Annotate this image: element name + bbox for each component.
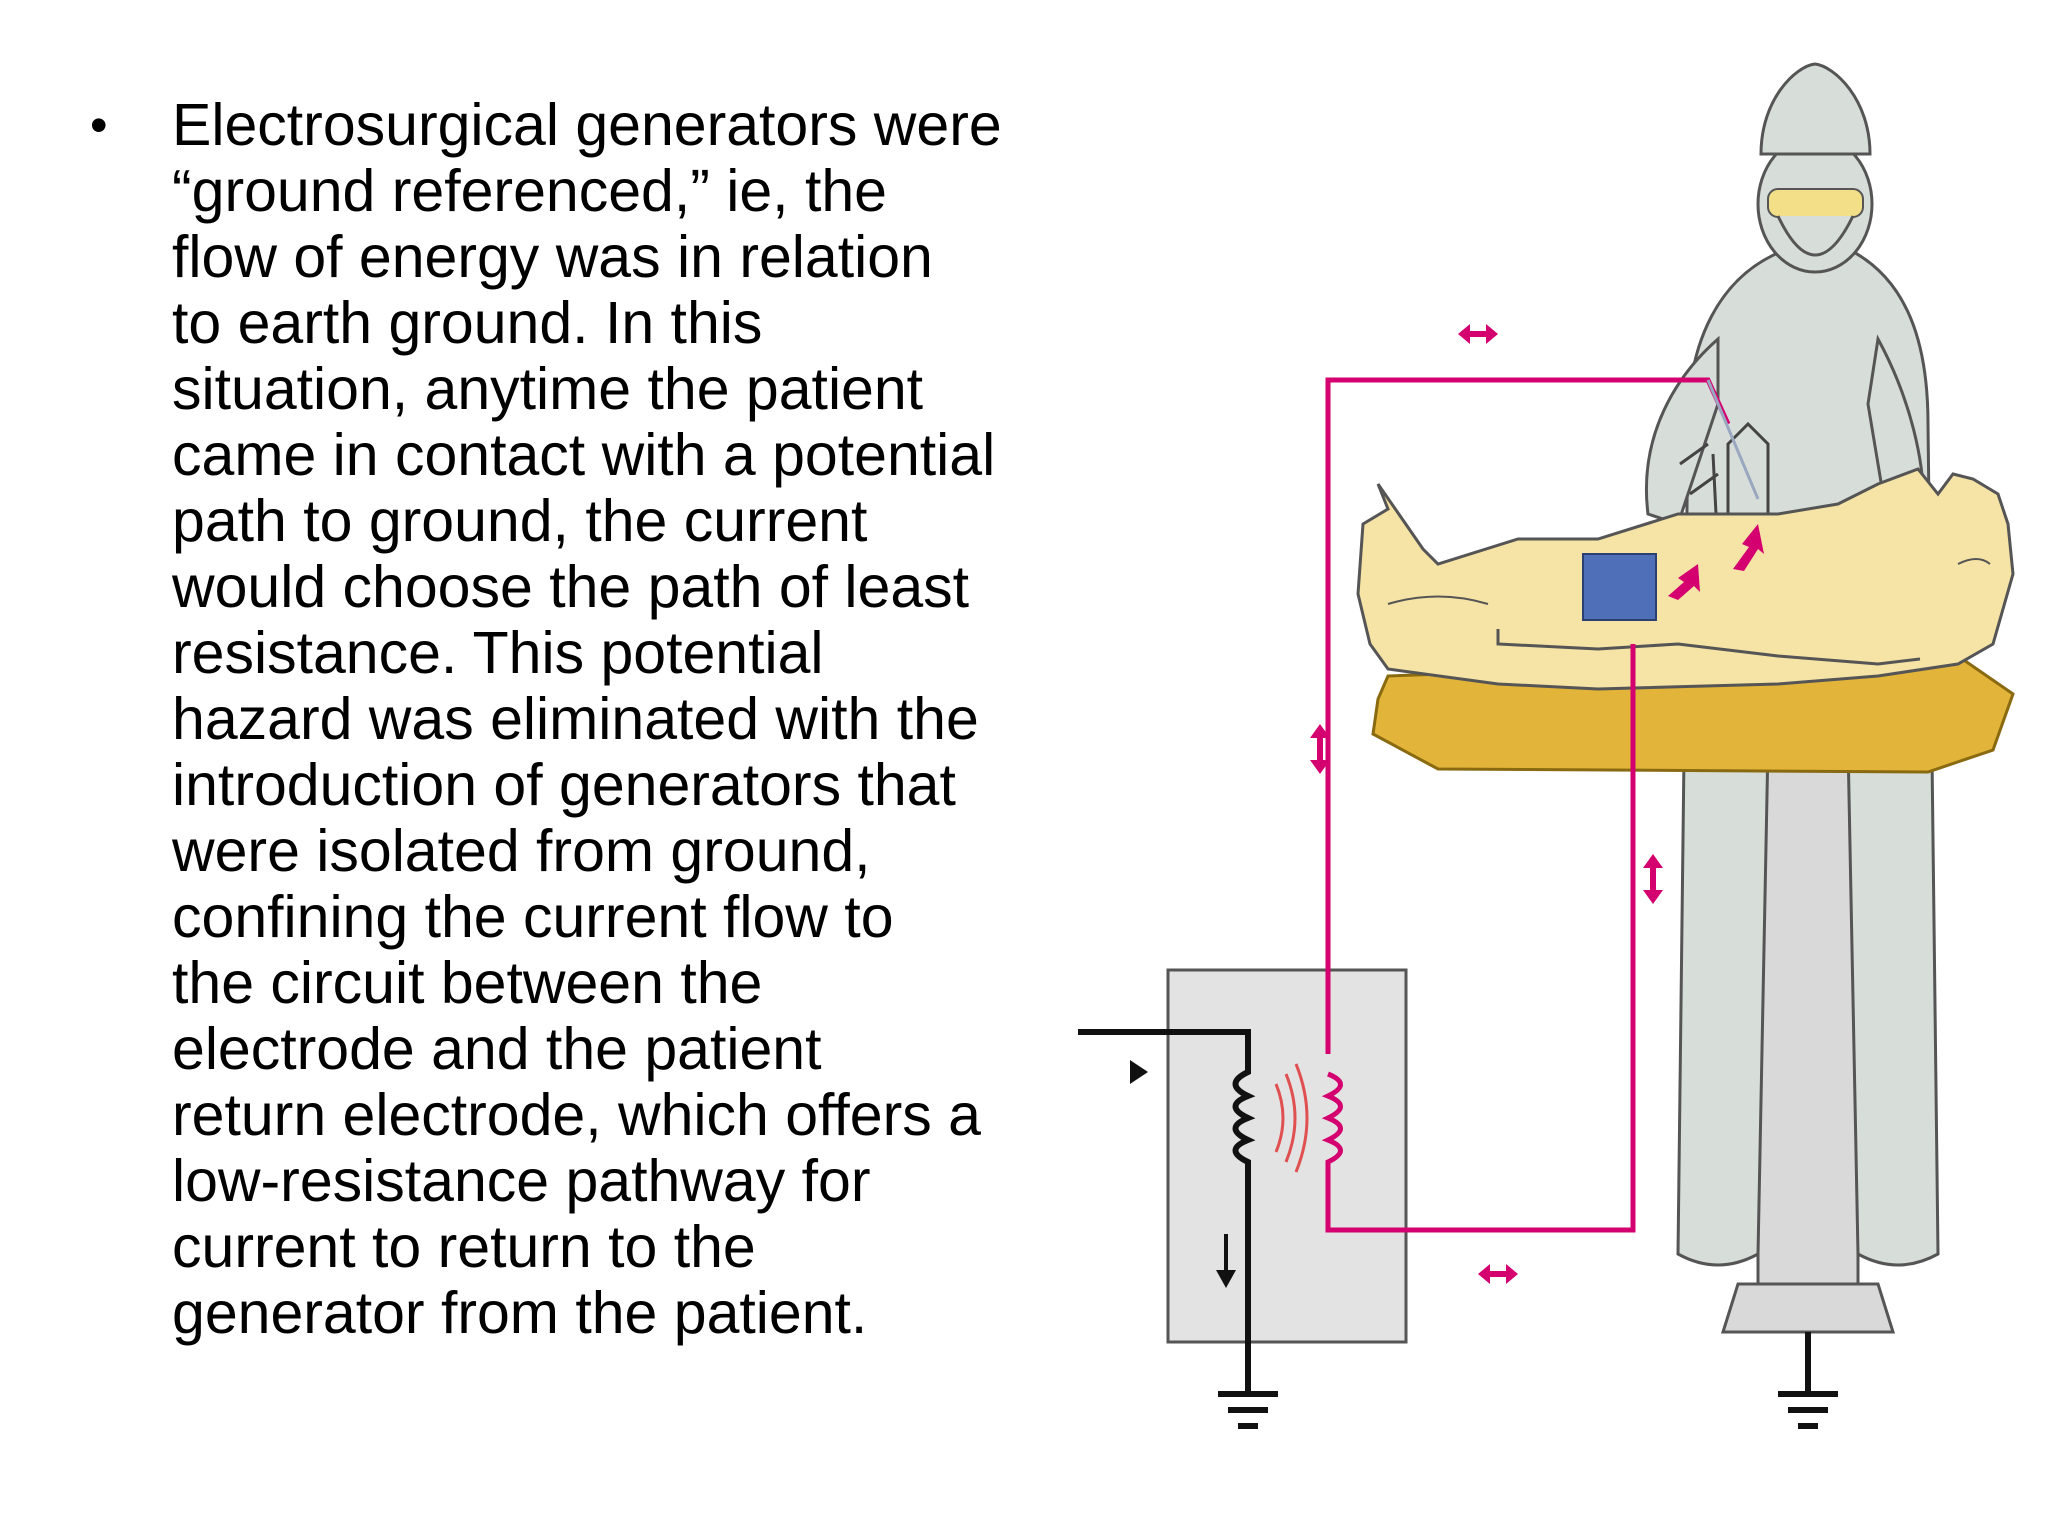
bullet-line: “ground referenced,” ie, the xyxy=(172,158,887,224)
ground-symbol-icon xyxy=(1218,1374,1278,1429)
bullet-line: hazard was eliminated with the xyxy=(172,686,979,752)
bullet-line: flow of energy was in relation xyxy=(172,224,933,290)
bullet-text: Electrosurgical generators were “ground … xyxy=(172,92,1002,1346)
isolated-generator-illustration xyxy=(1078,44,2028,1444)
ground-symbol-icon xyxy=(1778,1332,1838,1429)
bullet-line: return electrode, which offers a xyxy=(172,1082,981,1148)
bullet-line: Electrosurgical generators were xyxy=(172,92,1002,158)
current-arrow-icons xyxy=(1310,324,1764,1284)
bullet-line: confining the current flow to xyxy=(172,884,894,950)
bullet-block: • Electrosurgical generators were “groun… xyxy=(84,92,1074,1346)
induction-waves-icon xyxy=(1274,1063,1309,1173)
bullet-line: introduction of generators that xyxy=(172,752,956,818)
table-pedestal xyxy=(1720,692,1896,1334)
bullet-line: situation, anytime the patient xyxy=(172,356,924,422)
bullet-line: to earth ground. In this xyxy=(172,290,763,356)
bullet-line: generator from the patient. xyxy=(172,1280,868,1346)
return-electrode-pad xyxy=(1582,553,1657,621)
bullet-line: the circuit between the xyxy=(172,950,763,1016)
bullet-line: path to ground, the current xyxy=(172,488,868,554)
isolated-circuit xyxy=(1321,377,1760,1233)
bullet-line: came in contact with a potential xyxy=(172,422,996,488)
primary-winding xyxy=(1078,1029,1256,1374)
bullet-item: • Electrosurgical generators were “groun… xyxy=(84,92,1074,1346)
bullet-dot: • xyxy=(90,97,108,153)
bullet-line: resistance. This potential xyxy=(172,620,824,686)
bullet-line: current to return to the xyxy=(172,1214,756,1280)
bullet-line: would choose the path of least xyxy=(172,554,970,620)
bullet-line: electrode and the patient xyxy=(172,1016,822,1082)
bullet-line: were isolated from ground, xyxy=(172,818,871,884)
bullet-line: low-resistance pathway for xyxy=(172,1148,871,1214)
